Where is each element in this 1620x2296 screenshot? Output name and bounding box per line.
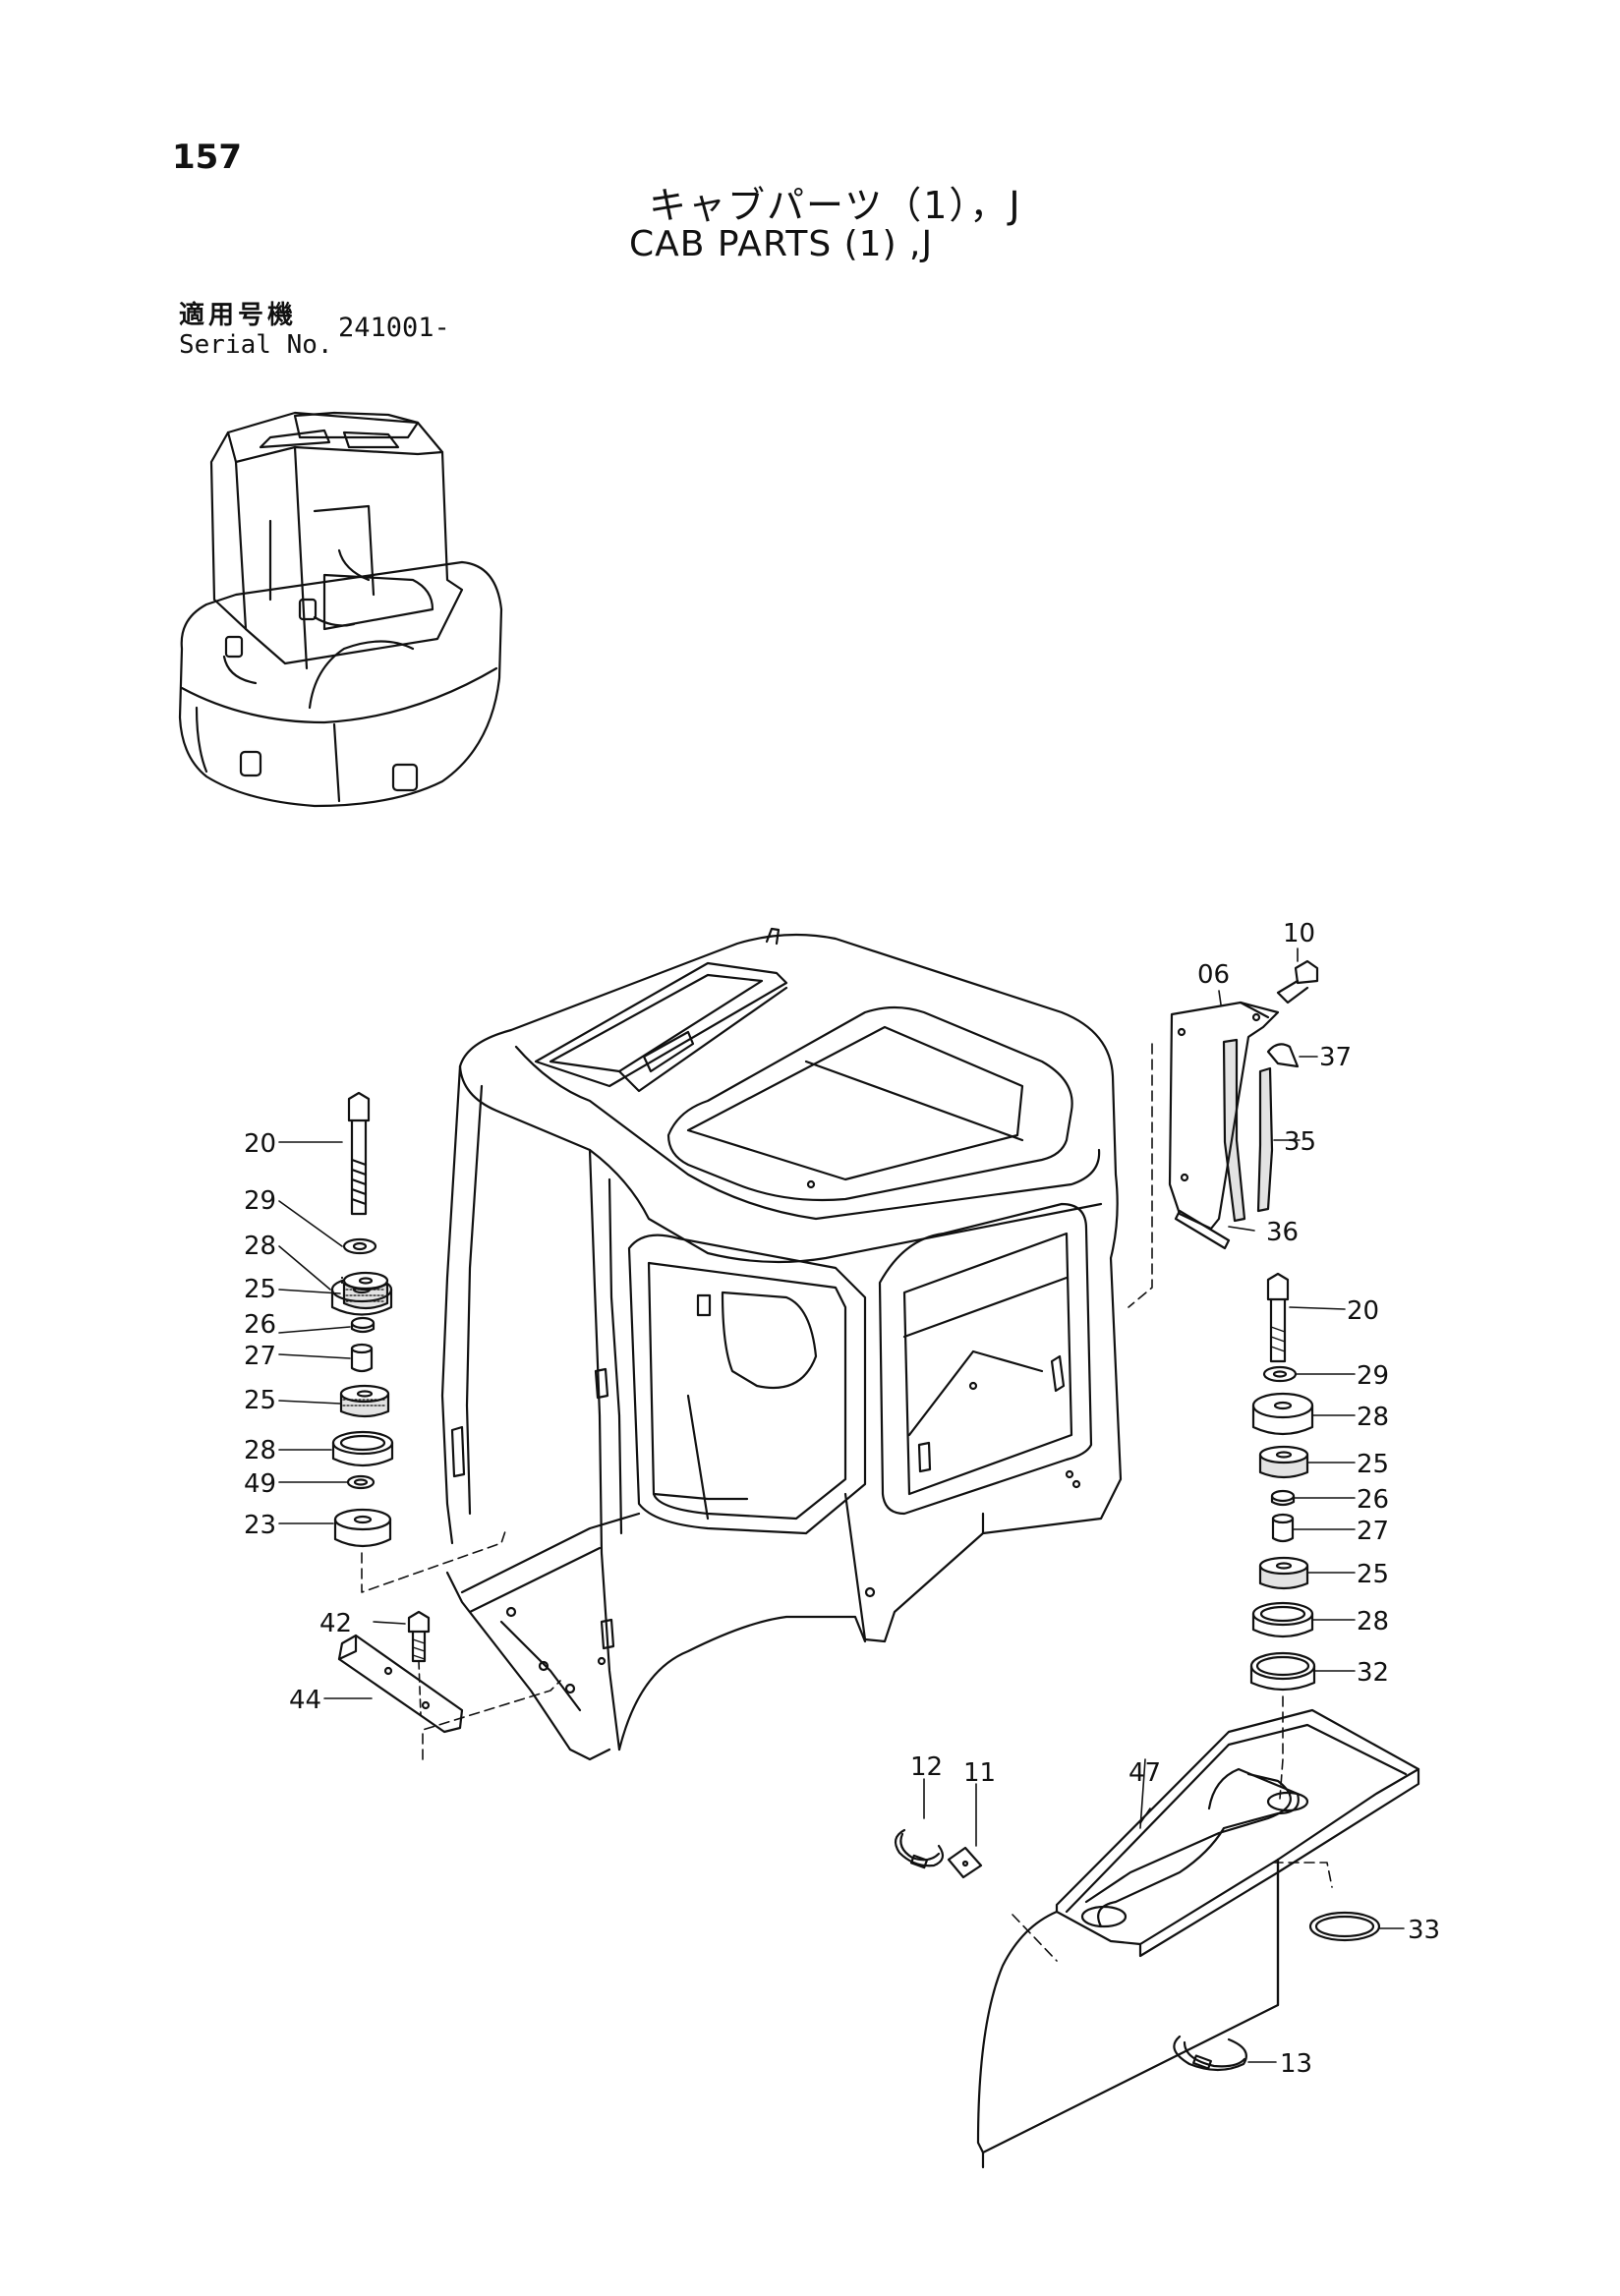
callout-25-right-upper: 25 [1357, 1450, 1389, 1479]
callout-37: 37 [1319, 1043, 1352, 1072]
callout-28-right-upper: 28 [1357, 1403, 1389, 1432]
callout-26-right: 26 [1357, 1485, 1389, 1515]
callout-36: 36 [1266, 1218, 1299, 1247]
callout-28-left-lower: 28 [244, 1436, 276, 1465]
floor-plate-assembly [894, 1708, 1420, 2169]
callout-06: 06 [1197, 960, 1230, 990]
callout-25-right-lower: 25 [1357, 1560, 1389, 1589]
callout-23: 23 [244, 1511, 276, 1540]
callout-11: 11 [963, 1758, 996, 1788]
callout-47: 47 [1128, 1758, 1161, 1788]
left-leader-lines [278, 1141, 507, 1593]
callout-44: 44 [289, 1686, 321, 1715]
page-title-english: CAB PARTS (1) ,J [629, 224, 934, 264]
right-mount-stack [1249, 1272, 1356, 1800]
callout-28-right-lower: 28 [1357, 1607, 1389, 1636]
callout-25-left-lower: 25 [244, 1386, 276, 1415]
callout-27-right: 27 [1357, 1517, 1389, 1546]
callout-42: 42 [319, 1609, 352, 1638]
callout-26-left: 26 [244, 1310, 276, 1340]
bolt-42-and-plate-44 [323, 1610, 561, 1760]
callout-49: 49 [244, 1469, 276, 1499]
callout-12: 12 [910, 1752, 943, 1782]
callout-20-right: 20 [1347, 1296, 1379, 1326]
callout-27-left: 27 [244, 1342, 276, 1371]
callout-35: 35 [1284, 1127, 1316, 1157]
callout-20-left: 20 [244, 1129, 276, 1159]
callout-28-left-upper: 28 [244, 1232, 276, 1261]
callout-labels: 20 29 28 25 26 27 25 28 49 23 42 44 10 0… [244, 919, 1440, 2079]
page-title-japanese: キャブパーツ（1），J [649, 184, 1022, 227]
serial-number-value: 241001- [338, 313, 450, 343]
serial-label-english: Serial No. [179, 330, 333, 360]
callout-25-left-upper: 25 [244, 1275, 276, 1304]
rear-bracket-assembly [1128, 947, 1319, 1308]
page-number: 157 [172, 138, 242, 177]
callout-10: 10 [1283, 919, 1315, 948]
left-mount-detailed [331, 1271, 394, 1548]
serial-label-japanese: 適用号機 [179, 301, 298, 330]
cab-frame-illustration [440, 927, 1123, 1761]
callout-13: 13 [1280, 2049, 1312, 2079]
callout-29-right: 29 [1357, 1361, 1389, 1391]
callout-33: 33 [1408, 1916, 1440, 1945]
callout-32: 32 [1357, 1658, 1389, 1688]
machine-overview-illustration [178, 411, 503, 808]
callout-29-left: 29 [244, 1186, 276, 1216]
